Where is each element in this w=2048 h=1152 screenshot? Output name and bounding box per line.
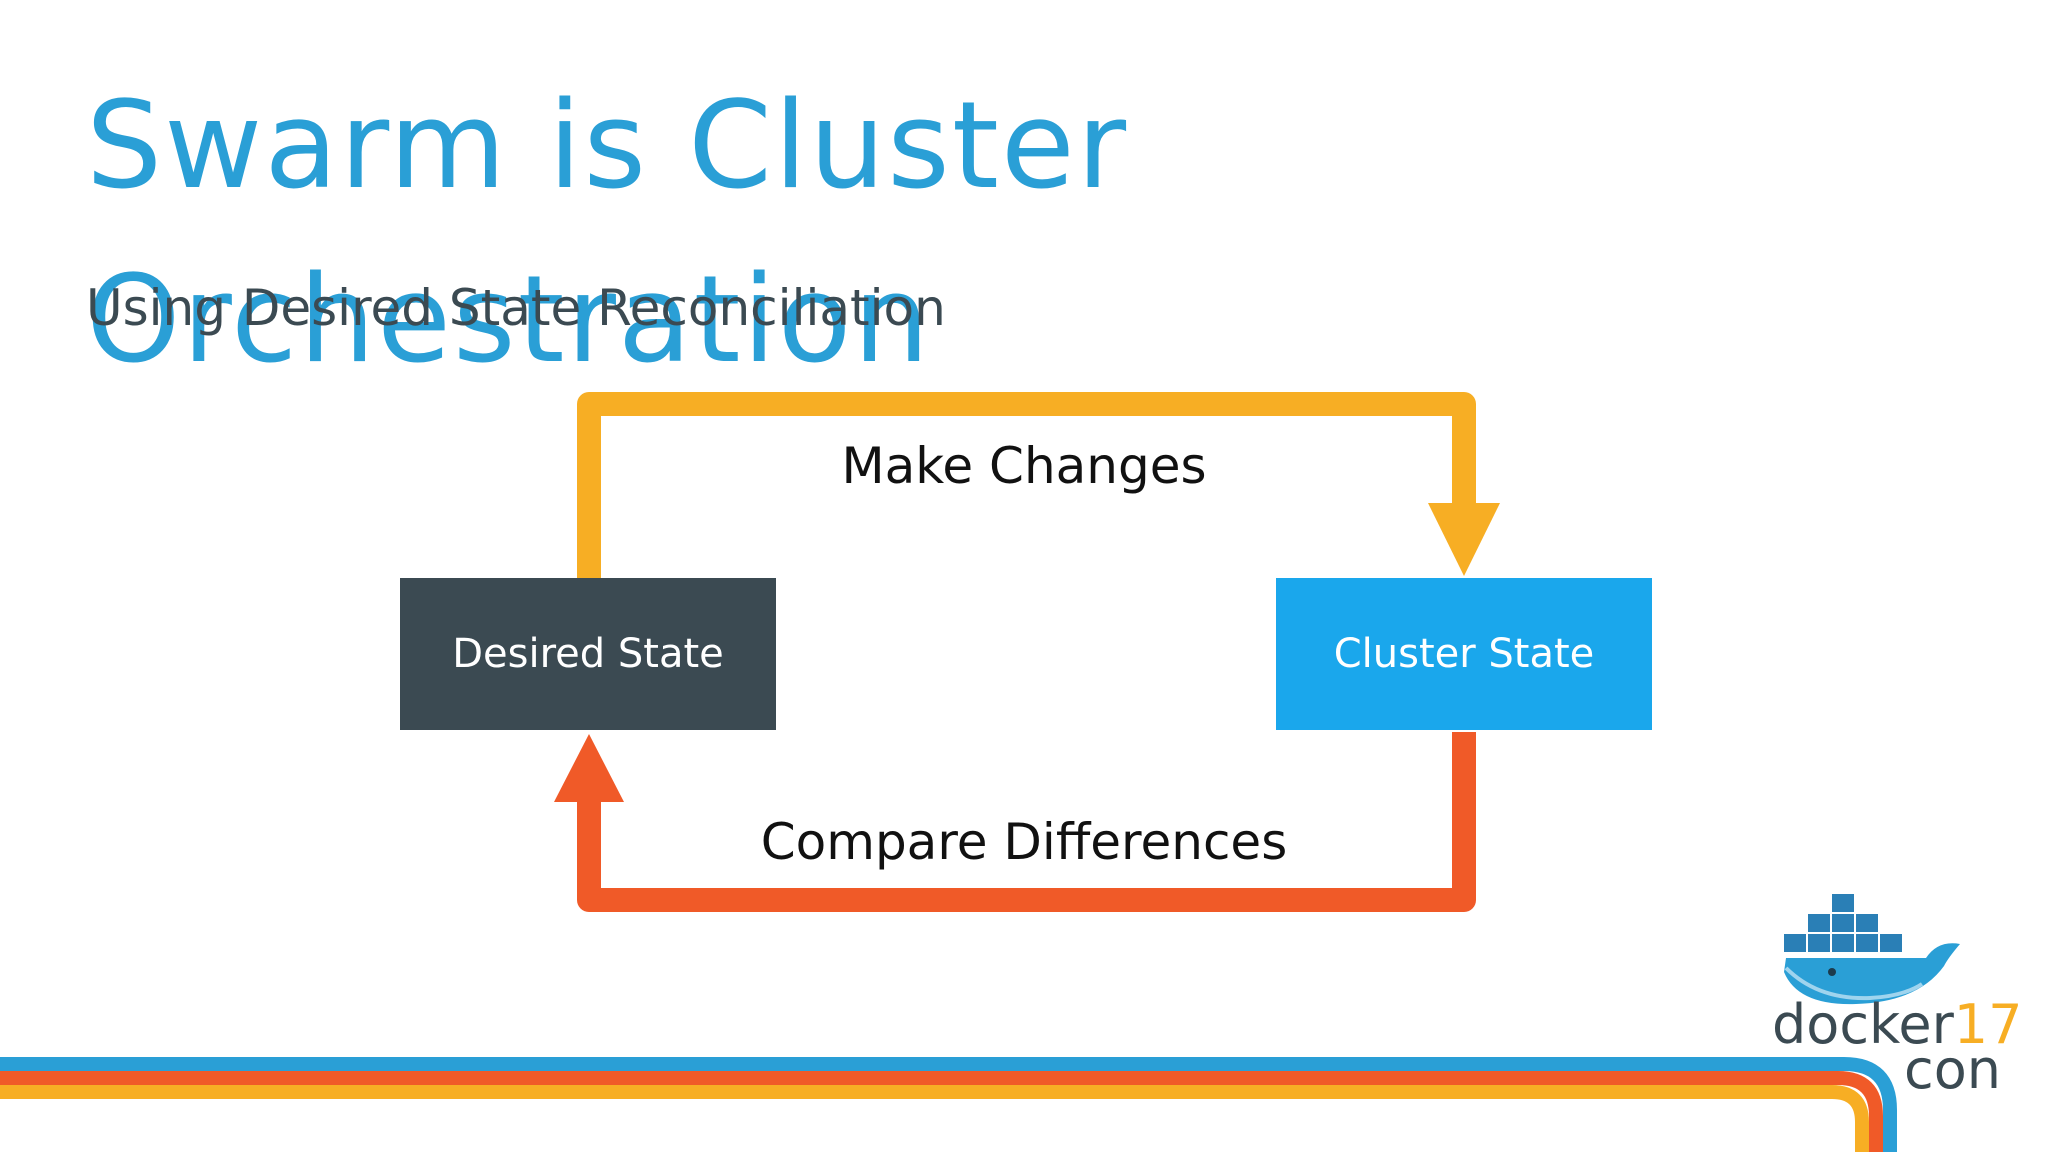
compare-differences-arrowhead xyxy=(554,734,624,802)
cluster-state-box xyxy=(1276,578,1652,730)
decorative-stripes xyxy=(0,1057,1897,1152)
docker-logo-con: con xyxy=(1904,1038,2001,1101)
slide-title: Swarm is Cluster Orchestration xyxy=(86,77,1129,390)
desired-state-label: Desired State xyxy=(452,631,724,677)
docker-logo-text: docker xyxy=(1772,993,1954,1056)
compare-differences-label: Compare Differences xyxy=(760,813,1288,871)
make-changes-label: Make Changes xyxy=(841,437,1207,495)
docker-logo-number: 17 xyxy=(1953,993,2023,1056)
docker-logo-word: docker17 xyxy=(1772,995,2023,1055)
make-changes-arrow-path xyxy=(577,392,1476,578)
make-changes-arrowhead xyxy=(1428,503,1500,576)
desired-state-box xyxy=(400,578,776,730)
cluster-state-label: Cluster State xyxy=(1333,631,1595,677)
docker-whale-icon xyxy=(1784,894,1960,1005)
slide-subtitle: Using Desired State Reconciliation xyxy=(86,279,946,337)
compare-differences-arrow-path xyxy=(577,732,1476,912)
